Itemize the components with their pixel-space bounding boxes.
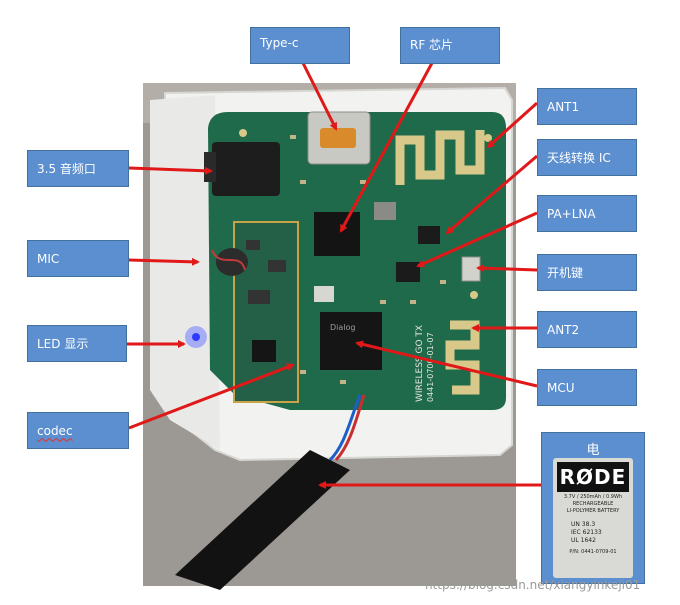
mcu-chip-text: Dialog <box>330 323 355 332</box>
arrow-mic <box>128 257 200 266</box>
rf-chip <box>314 212 360 256</box>
label-ant1: ANT1 <box>537 88 637 125</box>
power-key <box>461 256 481 282</box>
pa-lna-ic <box>396 262 420 282</box>
battery-cert-un: UN 38.3 <box>571 521 596 528</box>
codec-board <box>233 221 299 403</box>
label-mic: MIC <box>27 240 129 277</box>
battery-pack <box>175 450 350 590</box>
callout-arrows <box>127 62 541 489</box>
arrow-power-key <box>476 264 538 273</box>
label-led: LED 显示 <box>27 325 127 362</box>
pcb-silk-part: 0441-0700-01-07 <box>426 332 435 402</box>
battery-spec-line1: 3.7V / 250mAh / 0.9Wh <box>563 494 623 500</box>
battery-cert-iec: IEC 62133 <box>571 529 602 536</box>
battery-spec-line3: LI-POLYMER BATTERY <box>566 508 620 514</box>
label-audio-jack: 3.5 音频口 <box>27 150 129 187</box>
arrow-pa-lna <box>416 211 538 268</box>
label-power-key: 开机键 <box>537 254 637 291</box>
battery-spec-line2: RECHARGEABLE <box>572 501 614 507</box>
audio-jack <box>212 142 280 196</box>
arrow-rf-chip <box>339 62 434 233</box>
arrow-ant1 <box>486 101 539 149</box>
label-codec: codec <box>27 412 129 449</box>
arrow-antenna-switch <box>445 154 538 235</box>
label-rf-chip: RF 芯片 <box>400 27 500 64</box>
ant1-trace <box>395 130 485 185</box>
arrow-type-c <box>301 62 338 131</box>
arrow-audio-jack <box>128 166 213 175</box>
mcu-chip <box>320 312 382 370</box>
watermark: https://blog.csdn.net/xiangyinkeji01 <box>425 578 641 592</box>
label-type-c: Type-c <box>250 27 350 64</box>
label-ant2: ANT2 <box>537 311 637 348</box>
arrow-mcu <box>355 340 538 388</box>
battery-cert-ul: UL 1642 <box>571 537 596 544</box>
label-antenna-switch: 天线转换 IC <box>537 139 637 176</box>
label-mcu: MCU <box>537 369 637 406</box>
mic-module <box>216 248 248 276</box>
battery-part-number: P/N: 0441-0709-01 <box>569 549 617 555</box>
label-pa-lna: PA+LNA <box>537 195 637 232</box>
pcb-silk-brand: WIRELESS GO TX <box>415 325 425 402</box>
arrow-codec <box>128 363 295 430</box>
battery-brand-logo: RØDE <box>557 462 629 492</box>
antenna-switch-ic <box>418 226 440 244</box>
